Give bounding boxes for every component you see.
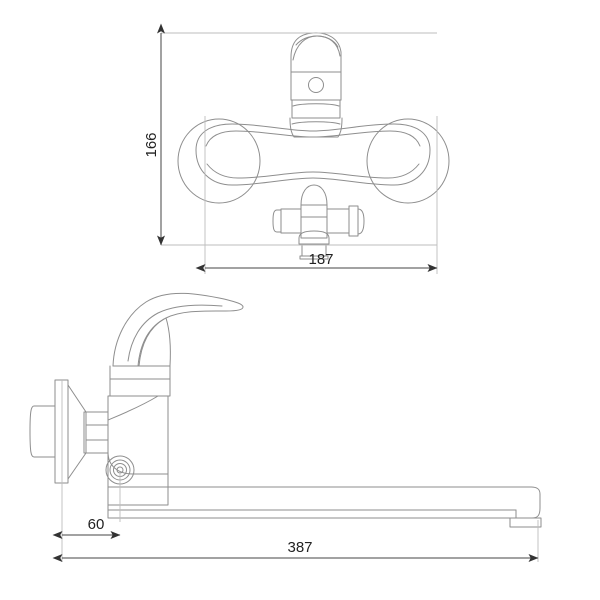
connection-nut-side <box>83 411 109 454</box>
side-view-geometry <box>29 292 542 528</box>
dimension-60-label: 60 <box>88 516 105 533</box>
dimension-166: 166 <box>143 23 165 246</box>
lever-handle-side <box>112 292 244 367</box>
dimension-387: 387 <box>52 539 539 562</box>
dimension-60: 60 <box>52 516 121 539</box>
dimension-166-label: 166 <box>143 132 160 157</box>
dimension-187: 187 <box>195 251 438 272</box>
diverter-assembly-front <box>272 184 365 260</box>
right-wall-escutcheon <box>366 118 450 204</box>
mixer-body-side <box>107 395 169 475</box>
spout-aerator-tip <box>509 517 542 528</box>
dimension-387-label: 387 <box>287 539 312 556</box>
shower-outlet-cap <box>290 32 342 101</box>
dimension-layer: 166 187 60 387 <box>52 23 539 562</box>
front-view-geometry <box>177 32 450 260</box>
spout-arm-side <box>107 486 541 519</box>
extension-lines <box>61 32 539 562</box>
mixer-body-front <box>195 123 431 186</box>
dimension-187-label: 187 <box>308 251 333 268</box>
cartridge-housing-side <box>109 365 171 397</box>
left-wall-escutcheon <box>177 118 261 204</box>
outlet-body-band <box>290 71 342 101</box>
wall-flange-side <box>29 379 87 484</box>
